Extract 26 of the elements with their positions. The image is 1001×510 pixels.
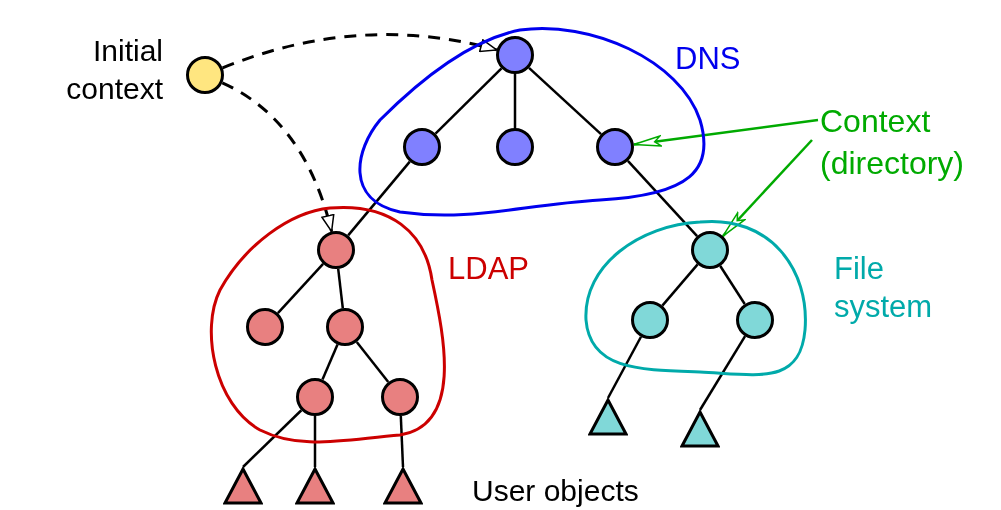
object-triangle <box>588 398 628 436</box>
tree-link <box>661 263 699 307</box>
tree-link <box>355 341 390 383</box>
tree-link <box>513 74 517 128</box>
region-label: File system <box>834 250 934 326</box>
dashed-arrow <box>222 33 498 70</box>
caption-label: User objects <box>472 474 639 508</box>
tree-link <box>336 268 345 309</box>
region-label: LDAP <box>448 250 530 288</box>
object-triangle <box>223 467 263 505</box>
object-triangle <box>295 467 335 505</box>
tree-link <box>242 409 303 468</box>
tree-link <box>313 416 317 467</box>
pointer-arrow <box>633 118 819 147</box>
tree-link <box>347 160 411 237</box>
tree-link <box>276 263 325 314</box>
tree-link <box>434 67 503 135</box>
object-triangle <box>680 410 720 448</box>
object-triangle <box>383 467 423 505</box>
tree-link <box>528 66 602 136</box>
node-caption: Initial context <box>65 33 163 107</box>
pointer-arrow <box>722 139 813 237</box>
tree-link <box>626 160 699 237</box>
tree-link <box>399 415 405 468</box>
region-label: DNS <box>675 40 742 78</box>
callout-text: Context (directory) <box>820 100 998 190</box>
